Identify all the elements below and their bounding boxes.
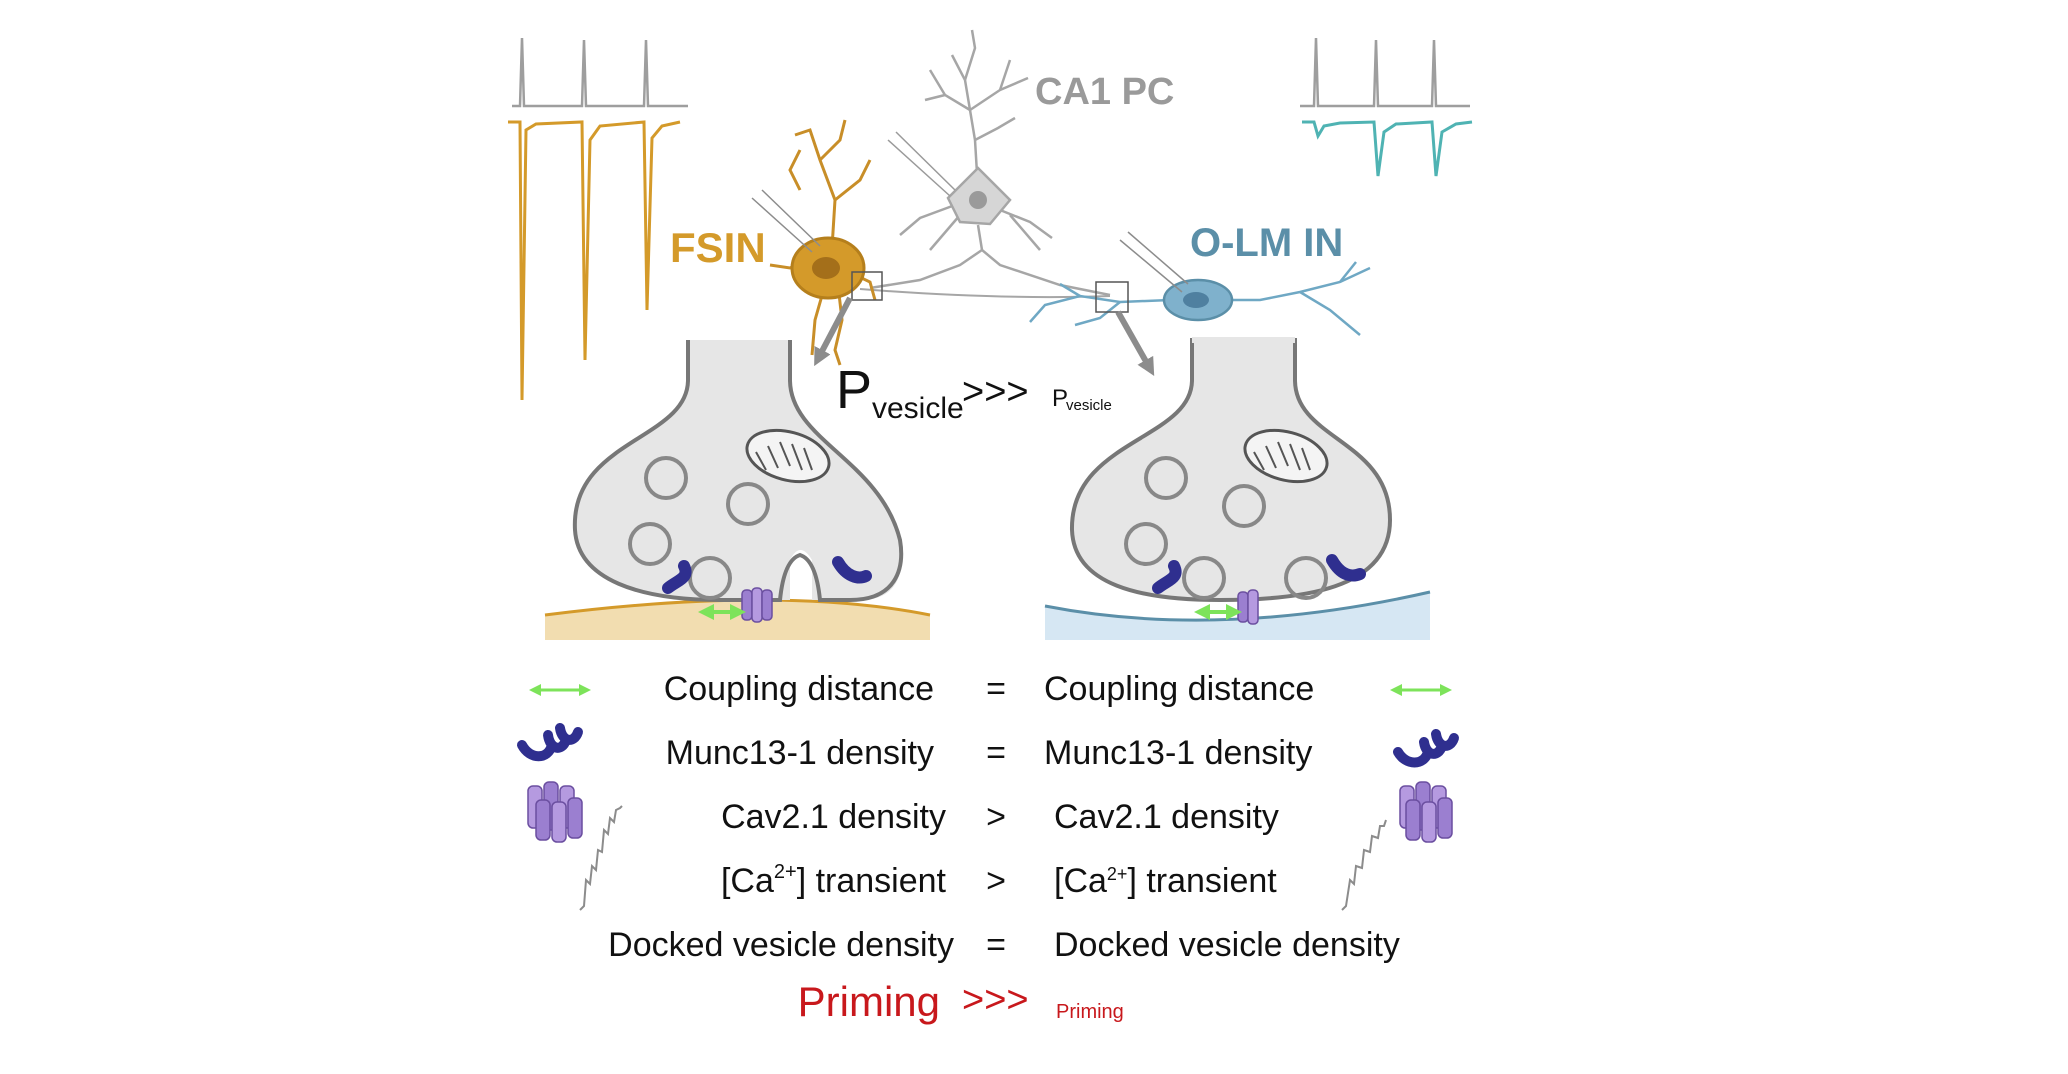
- olm-pipette: [1119, 231, 1189, 293]
- mitochondrion: [1243, 428, 1329, 484]
- docked-vesicle: [1182, 556, 1226, 600]
- cav21-channel-icon: [527, 781, 583, 843]
- comparison-table: Coupling distance = Coupling distance Mu…: [608, 670, 1400, 964]
- pvesicle-big-sub: vesicle: [872, 392, 964, 425]
- row-left: Coupling distance: [664, 670, 934, 708]
- munc13-icon: [517, 723, 583, 762]
- vesicle: [644, 456, 688, 500]
- mitochondrion: [745, 428, 831, 484]
- fsin-zoom-box: [851, 271, 883, 301]
- olm-zoom-arrow: [1115, 310, 1155, 376]
- pvesicle-small-sub: vesicle: [1066, 397, 1112, 414]
- ca1-pc-label: CA1 PC: [1035, 71, 1174, 113]
- vesicle: [628, 522, 672, 566]
- vesicle: [1124, 522, 1168, 566]
- row-operator: >: [986, 862, 1006, 900]
- row-right: Munc13-1 density: [1044, 734, 1312, 772]
- cav21-channel-icon: [741, 587, 773, 623]
- fsin-synapse: [544, 340, 931, 640]
- row-operator: >: [986, 798, 1006, 836]
- cav21-channel-icon: [1237, 589, 1259, 625]
- row-left: [Ca2+] transient: [721, 861, 947, 900]
- row-right: [Ca2+] transient: [1054, 862, 1277, 900]
- cav21-channel-icon: [1399, 781, 1453, 843]
- row-left: Cav2.1 density: [721, 798, 946, 836]
- olm-zoom-box: [1095, 281, 1129, 313]
- vesicle: [726, 482, 770, 526]
- row-operator: =: [986, 926, 1006, 964]
- row-left: Munc13-1 density: [666, 734, 934, 772]
- olm-paired-recording-trace: [1300, 37, 1473, 177]
- munc13-icon: [662, 560, 692, 594]
- olm-in-label: O-LM IN: [1190, 221, 1343, 265]
- row-right: Docked vesicle density: [1054, 926, 1400, 964]
- fsin-zoom-arrow: [814, 296, 853, 367]
- calcium-trace-icon: [1341, 819, 1387, 911]
- munc13-icon: [1152, 560, 1182, 594]
- pvesicle-big-p: P: [836, 360, 872, 420]
- olm-synapse: [1044, 337, 1431, 640]
- priming-operator: >>>: [962, 979, 1029, 1021]
- fsin-cell: [769, 119, 877, 366]
- olm-cell: [1029, 261, 1371, 336]
- munc13-icon: [1393, 729, 1459, 768]
- row-right: Cav2.1 density: [1054, 798, 1279, 836]
- pvesicle-small-p: P: [1052, 385, 1068, 412]
- munc13-icon: [1326, 554, 1366, 582]
- calcium-trace-icon: [579, 805, 623, 911]
- fsin-pipette: [751, 189, 821, 253]
- vesicle: [1222, 484, 1266, 528]
- row-right: Coupling distance: [1044, 670, 1314, 708]
- fsin-paired-recording-trace: [508, 37, 688, 401]
- priming-left: Priming: [798, 978, 940, 1025]
- priming-comparison: Priming >>> Priming: [798, 978, 1124, 1025]
- munc13-icon: [832, 556, 872, 584]
- row-left: Docked vesicle density: [608, 926, 954, 964]
- pvesicle-comparison: P vesicle >>> P vesicle: [836, 360, 1112, 425]
- vesicle: [1144, 456, 1188, 500]
- docked-vesicle: [1284, 556, 1328, 600]
- ca1-pipette: [887, 131, 956, 197]
- row-operator: =: [986, 734, 1006, 772]
- pvesicle-operator: >>>: [962, 371, 1029, 413]
- priming-right: Priming: [1056, 1001, 1124, 1023]
- row-operator: =: [986, 670, 1006, 708]
- fsin-label: FSIN: [670, 224, 766, 271]
